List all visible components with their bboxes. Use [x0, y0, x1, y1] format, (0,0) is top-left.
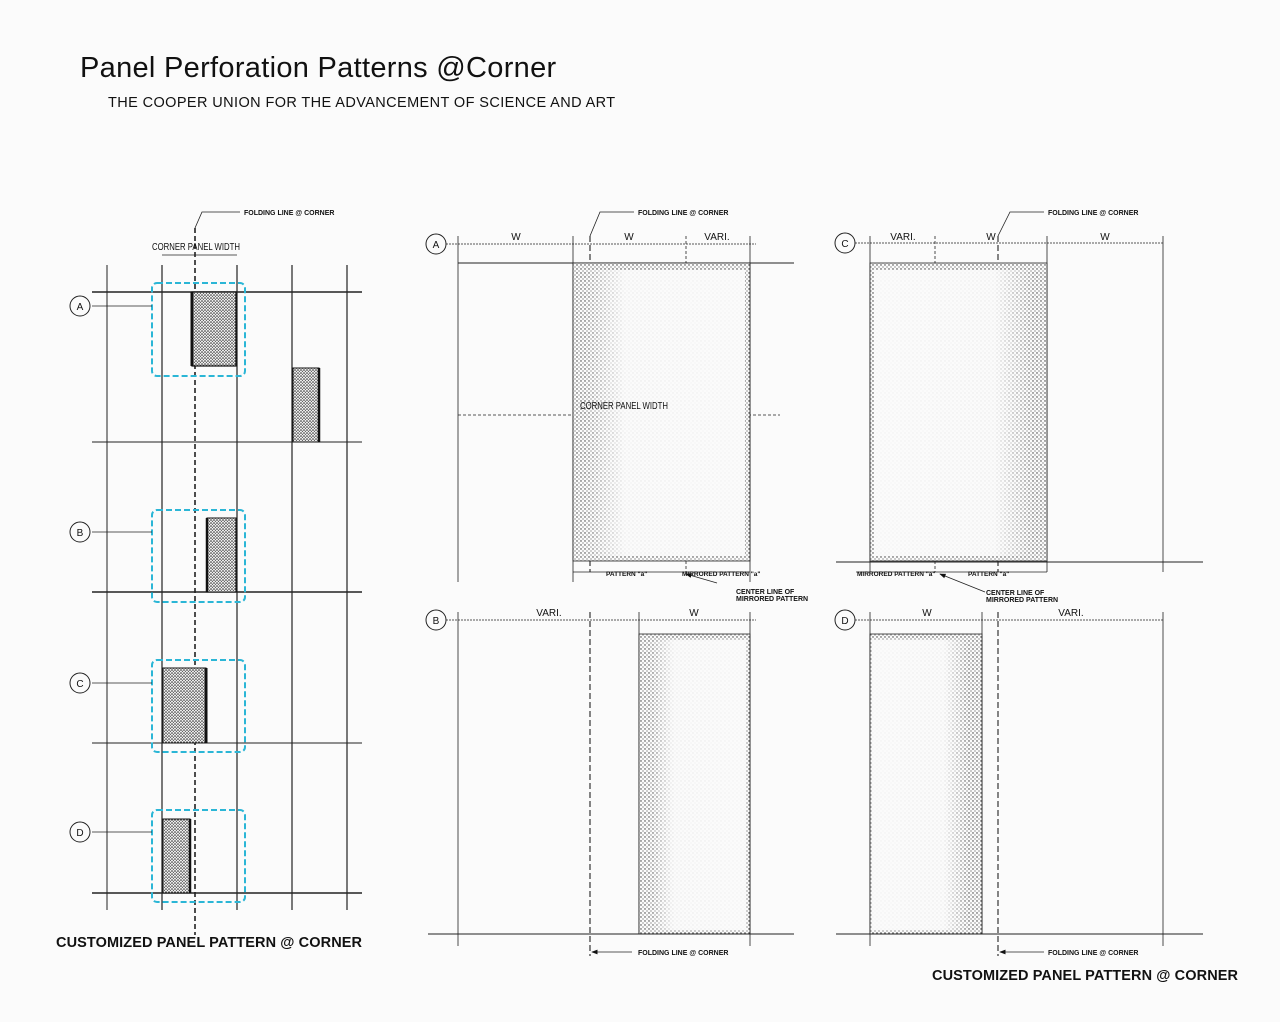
detail-b	[425, 609, 794, 956]
detail-c-dim-3: W	[1100, 232, 1110, 243]
detail-b-folding-label: FOLDING LINE @ CORNER	[638, 950, 728, 957]
detail-a	[425, 211, 794, 584]
row-markers	[69, 295, 152, 843]
detail-b-marker: B	[433, 616, 440, 627]
panel-a	[191, 291, 237, 367]
detail-a-mirrored-label: MIRRORED PATTERN "a"	[682, 571, 761, 578]
detail-a-dim-3: VARI.	[704, 232, 729, 243]
page-subtitle: THE COOPER UNION FOR THE ADVANCEMENT OF …	[108, 95, 616, 111]
panel-b	[206, 517, 237, 593]
detail-d-dim-2: VARI.	[1058, 608, 1083, 619]
highlight-boxes	[151, 282, 246, 903]
row-label-d: D	[76, 828, 83, 839]
bottom-caption: CUSTOMIZED PANEL PATTERN @ CORNER	[932, 968, 1239, 984]
left-folding-label: FOLDING LINE @ CORNER	[244, 210, 334, 217]
detail-d-marker: D	[841, 616, 848, 627]
detail-a-folding-label: FOLDING LINE @ CORNER	[638, 210, 728, 217]
detail-a-dim-1: W	[511, 232, 521, 243]
detail-a-center-label-1: CENTER LINE OF	[736, 589, 795, 596]
detail-c-mirrored-label: MIRRORED PATTERN "a"	[857, 571, 936, 578]
left-corner-width-label: CORNER PANEL WIDTH	[152, 241, 240, 253]
panel-d	[162, 818, 191, 894]
detail-c-dim-1: VARI.	[890, 232, 915, 243]
detail-a-dim-2: W	[624, 232, 634, 243]
detail-a-center-label-2: MIRRORED PATTERN	[736, 596, 808, 603]
detail-d	[834, 609, 1203, 956]
page-title: Panel Perforation Patterns @Corner	[80, 52, 557, 84]
detail-d-folding-label: FOLDING LINE @ CORNER	[1048, 950, 1138, 957]
detail-a-pattern-label: PATTERN "a"	[606, 571, 647, 578]
detail-c-dim-2: W	[986, 232, 996, 243]
row-label-b: B	[77, 528, 84, 539]
detail-b-dim-1: VARI.	[536, 608, 561, 619]
row-label-a: A	[77, 302, 84, 313]
left-caption: CUSTOMIZED PANEL PATTERN @ CORNER	[56, 935, 363, 951]
detail-b-dim-2: W	[689, 608, 699, 619]
panel-c	[162, 667, 207, 744]
detail-a-corner-width: CORNER PANEL WIDTH	[580, 400, 668, 412]
detail-d-dim-1: W	[922, 608, 932, 619]
detail-c-center-label-2: MIRRORED PATTERN	[986, 597, 1058, 604]
detail-c-center-label-1: CENTER LINE OF	[986, 590, 1045, 597]
detail-c-marker: C	[841, 239, 848, 250]
detail-c-pattern-label: PATTERN "a"	[968, 571, 1009, 578]
detail-c	[834, 211, 1203, 593]
detail-a-marker: A	[433, 240, 440, 251]
detail-c-folding-label: FOLDING LINE @ CORNER	[1048, 210, 1138, 217]
panel-a-side	[292, 367, 320, 443]
row-label-c: C	[76, 679, 83, 690]
